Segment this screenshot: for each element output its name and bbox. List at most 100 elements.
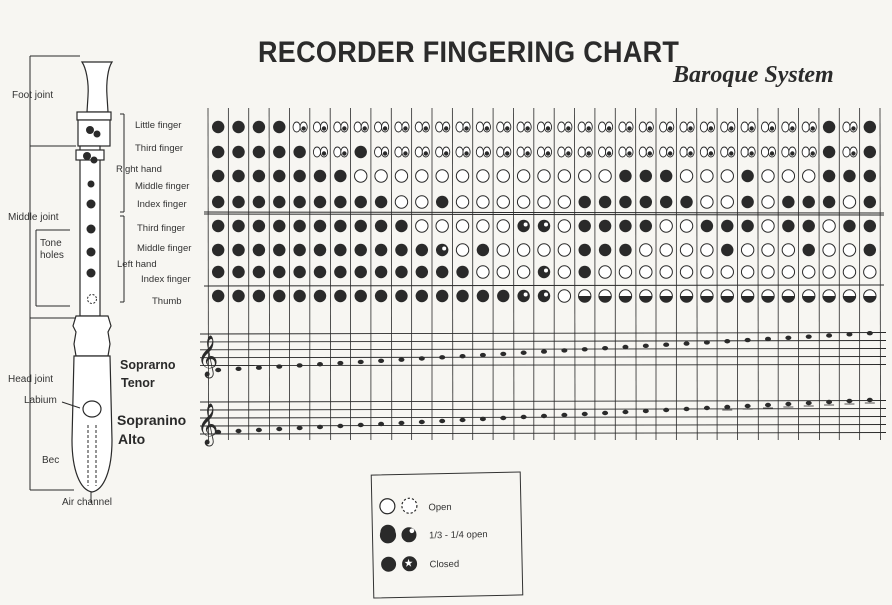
hole-c17-r5: [537, 219, 551, 233]
hole-c24-r8-fill: [680, 296, 693, 303]
hole-c13-r2-c: [464, 151, 469, 156]
recorder-hole-1-b: [93, 130, 101, 138]
hole-c22-r3: [639, 169, 653, 183]
note-upper-4: [276, 364, 283, 369]
hole-c17-r8: [537, 289, 551, 303]
hole-c30-r7: [802, 265, 816, 279]
hole-c26-r8-fill: [721, 296, 734, 303]
hole-c17-r6: [537, 243, 551, 257]
staff-2-line-1: [199, 400, 887, 403]
hole-c27-r6: [740, 243, 755, 257]
note-lower-27: [744, 403, 751, 409]
legend-partial-label: 1/3 - 1/4 open: [428, 529, 488, 542]
hole-c32-r3: [843, 169, 856, 183]
hole-c21-r2-c: [627, 151, 632, 156]
row-label-middle-finger-left: Middle finger: [137, 243, 192, 254]
note-upper-16: [520, 350, 527, 355]
note-lower-4: [276, 426, 283, 432]
hole-c3-r6: [252, 243, 266, 257]
hole-c17-r3: [537, 169, 551, 183]
hole-c8-r8: [354, 289, 367, 303]
hole-c32-r2-a: [842, 146, 851, 158]
hole-c15-r1-a: [496, 121, 505, 133]
hole-c6-r7: [313, 265, 327, 279]
hole-c26-r6: [721, 243, 734, 257]
hole-c16-r3: [516, 169, 531, 183]
hole-c29-r7: [781, 265, 796, 279]
left-hand-label: Left hand: [117, 259, 157, 270]
hole-c23-r5: [659, 219, 673, 233]
hole-c11-r4: [415, 195, 429, 209]
hole-c9-r5: [374, 219, 388, 233]
hole-c11-r3: [415, 169, 429, 183]
note-lower-23: [663, 407, 670, 413]
hole-c27-r8-fill: [741, 296, 754, 303]
hole-c8-r5: [354, 219, 367, 233]
hole-c13-r5: [455, 219, 470, 233]
staff-label-sopranino: Sopranino: [117, 412, 187, 428]
hole-c26-r1-a: [720, 121, 729, 133]
note-upper-28: [765, 336, 771, 342]
recorder-hole-6: [86, 247, 96, 257]
hole-c28-r5: [761, 219, 775, 233]
hole-c4-r4: [273, 195, 286, 209]
hole-c15-r8: [497, 289, 510, 303]
hole-c25-r1-a: [699, 121, 708, 133]
hole-c6-r1-c: [321, 126, 327, 131]
hole-c29-r2-a: [781, 146, 790, 158]
hole-c6-r6: [313, 243, 327, 257]
hole-c30-r5: [802, 219, 815, 233]
hole-c8-r3: [354, 169, 368, 183]
staff-label-soprano: Soprarno: [120, 358, 176, 372]
note-upper-10: [398, 357, 405, 362]
note-upper-33: [866, 331, 873, 336]
hole-c24-r7: [679, 265, 694, 279]
hole-c16-r8-mark: [523, 292, 528, 297]
hole-c11-r8: [415, 289, 429, 303]
partial-hole-variant-icon: [401, 527, 417, 543]
hole-c21-r4: [619, 195, 632, 209]
hole-c32-r6: [842, 243, 857, 257]
row-label-index-finger-left: Index finger: [141, 274, 191, 285]
hole-c2-r4: [232, 195, 245, 209]
hole-c30-r1-a: [801, 121, 810, 133]
hole-c22-r5: [639, 219, 653, 233]
hole-c2-r8: [232, 289, 245, 303]
recorder-foot-bell: [80, 61, 114, 113]
head-joint-label: Head joint: [8, 374, 54, 385]
note-lower-32: [846, 398, 853, 404]
note-upper-30: [805, 334, 812, 339]
hole-c17-r7-mark: [544, 268, 548, 273]
hole-c25-r7: [700, 265, 714, 279]
hole-c14-r5: [476, 219, 490, 233]
hole-c16-r5-mark: [523, 222, 528, 227]
hole-c10-r6: [395, 243, 408, 257]
hole-c12-r1-a: [435, 121, 444, 133]
hole-c21-r5: [619, 219, 632, 233]
hole-c33-r3: [863, 169, 877, 183]
hole-c24-r3: [679, 169, 694, 183]
hole-c30-r8-fill: [802, 296, 815, 303]
hole-c9-r8: [374, 289, 388, 303]
hole-c28-r2-c: [769, 151, 775, 156]
hole-c28-r3: [761, 169, 775, 183]
hole-c5-r1-a: [292, 121, 301, 133]
hole-c31-r1: [822, 120, 836, 134]
hole-c19-r8-fill: [578, 296, 591, 303]
fingering-holes: [211, 120, 877, 303]
hole-c24-r2-c: [688, 151, 693, 156]
hole-c32-r7: [842, 265, 857, 279]
hole-c10-r3: [394, 169, 409, 183]
hole-c27-r3: [741, 169, 754, 183]
joint-brackets: [29, 55, 125, 491]
hole-c24-r4: [680, 195, 693, 209]
hole-c22-r1-c: [647, 126, 653, 131]
hole-c4-r7: [273, 265, 286, 279]
note-lower-5: [296, 425, 303, 431]
note-lower-1: [215, 429, 222, 435]
hole-c2-r5: [232, 219, 245, 233]
grid-divider-2: [203, 284, 885, 287]
hole-c15-r5: [496, 219, 510, 233]
hole-c24-r1-c: [688, 126, 693, 131]
hole-c12-r5: [435, 219, 449, 233]
